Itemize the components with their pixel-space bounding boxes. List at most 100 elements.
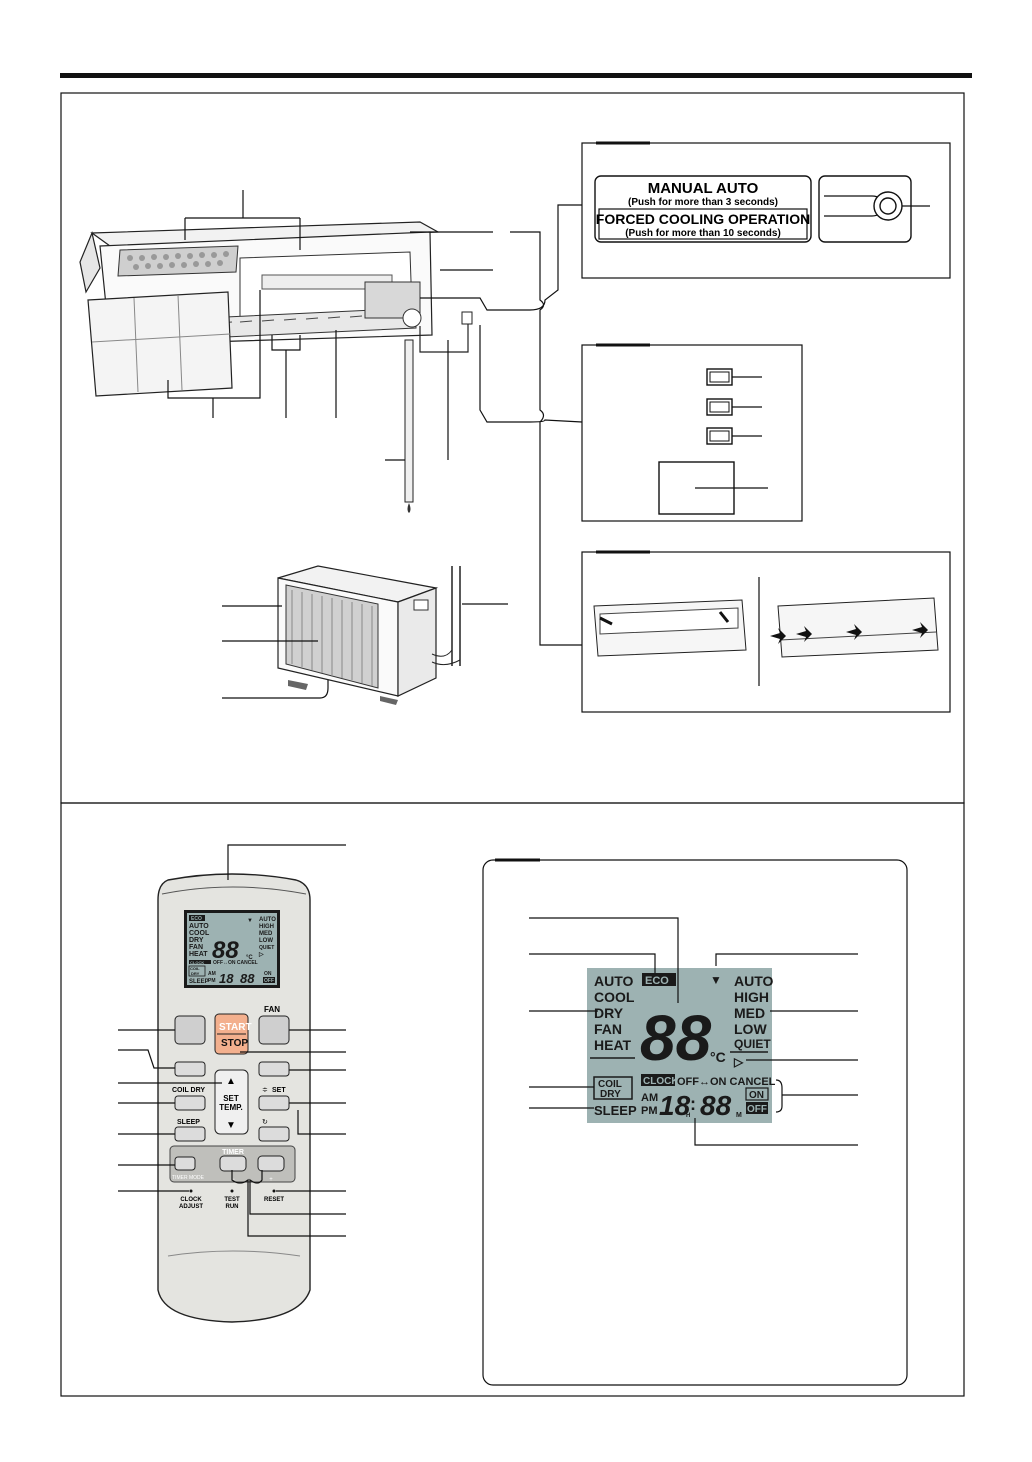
forced-cooling-hint: (Push for more than 10 seconds) bbox=[625, 228, 781, 239]
sleep-button[interactable] bbox=[174, 1126, 206, 1142]
display-m: M bbox=[736, 1112, 742, 1119]
display-fan-med: MED bbox=[734, 1005, 765, 1021]
swing-icon: ↻ bbox=[262, 1119, 268, 1126]
remote-lcd-on: ON bbox=[264, 971, 272, 977]
coil-dry-button[interactable] bbox=[174, 1095, 206, 1111]
remote-lcd-temp: 88 bbox=[212, 937, 239, 964]
display-signal-icon: ▼ bbox=[710, 973, 722, 987]
vertical-airflow-icon: ≑ bbox=[262, 1087, 268, 1094]
display-swing-icon: ▷ bbox=[733, 1055, 744, 1069]
display-fan-low: LOW bbox=[734, 1021, 767, 1037]
remote-lcd-sleep: SLEEP bbox=[189, 979, 209, 985]
display-mode-fan: FAN bbox=[594, 1021, 622, 1037]
remote-lcd-mode-cool: COOL bbox=[189, 930, 210, 937]
clock-adjust-label-2: ADJUST bbox=[179, 1204, 203, 1210]
reset-button[interactable] bbox=[272, 1189, 276, 1193]
set-label: SET bbox=[272, 1087, 286, 1094]
display-mode-heat: HEAT bbox=[594, 1037, 632, 1053]
remote-lcd-mode-dry: DRY bbox=[189, 937, 204, 944]
timer-label: TIMER bbox=[222, 1149, 244, 1156]
display-hour: 18 bbox=[659, 1090, 691, 1121]
indicator-lamp-panel bbox=[581, 343, 803, 522]
forced-cooling-label: FORCED COOLING OPERATION bbox=[596, 211, 810, 227]
display-mode-cool: COOL bbox=[594, 989, 635, 1005]
display-on: ON bbox=[749, 1090, 764, 1101]
economy-lamp bbox=[706, 427, 733, 445]
display-h: H bbox=[686, 1113, 690, 1119]
test-run-label-1: TEST bbox=[224, 1197, 240, 1203]
remote-lcd-eco: ECO bbox=[191, 916, 202, 922]
outdoor-unit-illustration bbox=[277, 565, 461, 705]
economy-button[interactable] bbox=[174, 1061, 206, 1077]
remote-lcd-signal-icon: ▼ bbox=[247, 918, 253, 924]
display-mode-dry: DRY bbox=[594, 1005, 624, 1021]
temp-down-icon[interactable]: ▼ bbox=[226, 1120, 236, 1131]
remote-lcd-timer: OFF↔ON CANCEL bbox=[213, 960, 258, 966]
remote-lcd-pm: PM bbox=[208, 978, 216, 984]
timer-minus-icon: − bbox=[231, 1177, 235, 1183]
remote-leader-lines bbox=[118, 844, 346, 1237]
display-temp: 88 bbox=[640, 1002, 712, 1074]
stop-label: STOP bbox=[221, 1038, 248, 1049]
remote-lcd-coil: COIL bbox=[190, 966, 200, 971]
remote-lcd-clock: CLOCK bbox=[190, 960, 204, 965]
remote-lcd-mode-fan: FAN bbox=[189, 944, 203, 951]
display-fan-quiet: QUIET bbox=[734, 1037, 771, 1051]
clock-adjust-button[interactable] bbox=[189, 1189, 193, 1193]
display-timer-text: OFF↔ON CANCEL bbox=[677, 1076, 776, 1088]
display-off: OFF bbox=[747, 1104, 767, 1115]
remote-lcd-mode-auto: AUTO bbox=[189, 923, 209, 930]
remote-lcd-fan-med: MED bbox=[259, 931, 273, 937]
display-lcd bbox=[587, 968, 772, 1123]
timer-lamp bbox=[706, 398, 733, 416]
display-mode-auto: AUTO bbox=[594, 973, 634, 989]
display-eco: ECO bbox=[645, 975, 669, 987]
test-run-label-2: RUN bbox=[226, 1204, 239, 1210]
remote-lcd-am: AM bbox=[208, 971, 216, 977]
sleep-label: SLEEP bbox=[177, 1119, 200, 1126]
indoor-leader-lines bbox=[167, 190, 583, 646]
remote-lcd-swing-icon: ▷ bbox=[258, 951, 264, 958]
test-run-button[interactable] bbox=[230, 1189, 234, 1193]
remote-lcd-fan-high: HIGH bbox=[259, 924, 274, 930]
remote-lcd-fan-auto: AUTO bbox=[259, 917, 276, 923]
remote-lcd-fan-low: LOW bbox=[259, 938, 273, 944]
coil-dry-label: COIL DRY bbox=[172, 1087, 205, 1094]
set-temp-label-1: SET bbox=[223, 1094, 239, 1103]
outdoor-leader-lines bbox=[222, 603, 508, 699]
reset-label: RESET bbox=[264, 1197, 284, 1203]
manual-auto-label: MANUAL AUTO bbox=[648, 180, 759, 197]
timer-up-button[interactable] bbox=[257, 1155, 285, 1172]
display-fan-auto: AUTO bbox=[734, 973, 774, 989]
display-pm: PM bbox=[641, 1105, 658, 1117]
remote-lcd-mode-heat: HEAT bbox=[189, 951, 208, 958]
display-min: 88 bbox=[700, 1090, 732, 1121]
manual-auto-panel: MANUAL AUTO (Push for more than 3 second… bbox=[581, 141, 951, 279]
remote-control: ECO AUTO COOL DRY FAN HEAT 88 °C ▼ AUTO … bbox=[157, 873, 311, 1323]
set-airflow-button[interactable] bbox=[258, 1095, 290, 1111]
set-temp-label-2: TEMP. bbox=[219, 1103, 242, 1112]
timer-down-button[interactable] bbox=[219, 1155, 247, 1172]
display-coil: COIL bbox=[598, 1079, 622, 1090]
master-control-button[interactable] bbox=[174, 1015, 206, 1045]
temp-up-icon[interactable]: ▲ bbox=[226, 1076, 236, 1087]
display-clock: CLOCK bbox=[643, 1076, 679, 1087]
remote-lcd-off: OFF bbox=[264, 978, 274, 984]
remote-lcd-dry: DRY bbox=[191, 971, 200, 976]
timer-mode-button[interactable] bbox=[174, 1156, 196, 1171]
set-temp-button[interactable] bbox=[214, 1069, 249, 1135]
timer-mode-label: TIMER MODE bbox=[172, 1175, 205, 1181]
display-sleep: SLEEP bbox=[594, 1103, 637, 1118]
powerful-button[interactable] bbox=[258, 1061, 290, 1077]
start-label: START bbox=[219, 1022, 252, 1033]
display-fan-high: HIGH bbox=[734, 989, 769, 1005]
remote-lcd bbox=[187, 913, 277, 985]
display-unit: °C bbox=[710, 1049, 726, 1065]
fan-label: FAN bbox=[264, 1005, 280, 1014]
fan-control-button[interactable] bbox=[258, 1015, 290, 1045]
operation-lamp bbox=[706, 368, 733, 386]
remote-lcd-hour: 18 bbox=[219, 971, 234, 986]
swing-button[interactable] bbox=[258, 1126, 290, 1142]
remote-lcd-fan-quiet: QUIET bbox=[259, 945, 274, 951]
